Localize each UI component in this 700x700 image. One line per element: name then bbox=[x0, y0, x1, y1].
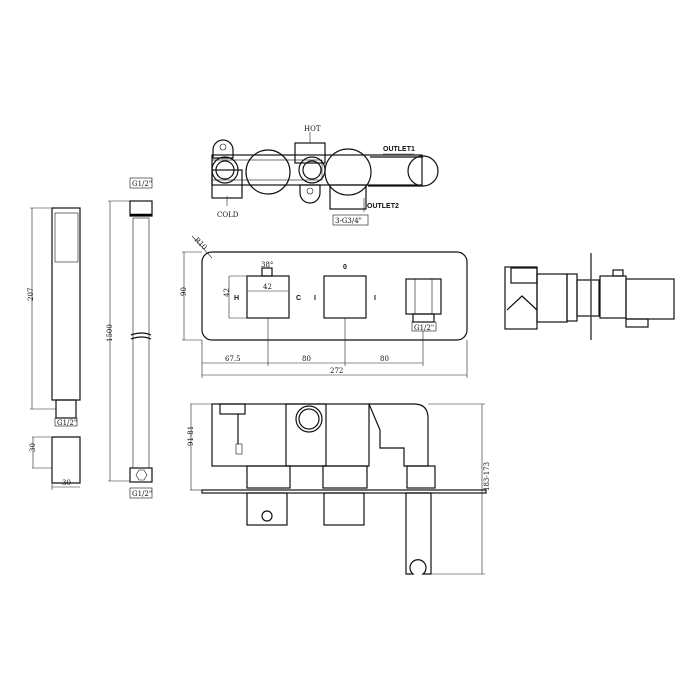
dim-mid: 80 bbox=[302, 355, 311, 363]
handle-width: 42 bbox=[263, 283, 272, 291]
outlet1-label: OUTLET1 bbox=[383, 146, 415, 153]
hose: G1/2" G1/2" 1500 bbox=[106, 177, 153, 499]
dim-total: 272 bbox=[330, 367, 343, 375]
zero-mark: 0 bbox=[343, 264, 347, 271]
depth-dim: 91-81 bbox=[187, 426, 195, 446]
handshower: 207 G1/2" bbox=[27, 207, 81, 427]
holder: 30 30 bbox=[29, 436, 81, 490]
valve-side-view: 91-81 183-173 bbox=[187, 403, 491, 575]
dim-left: 67.5 bbox=[225, 355, 241, 363]
valve-end-view bbox=[504, 253, 675, 340]
thread-top: G1/2" bbox=[132, 180, 152, 188]
total-dim: 183-173 bbox=[483, 462, 491, 491]
dim-right: 80 bbox=[380, 355, 389, 363]
thread-label: G1/2" bbox=[57, 419, 77, 427]
outlet2-label: OUTLET2 bbox=[367, 203, 399, 210]
mark-2: I bbox=[374, 295, 376, 302]
length-dim: 1500 bbox=[106, 324, 114, 342]
holder-width: 30 bbox=[62, 479, 71, 487]
hot-mark: H bbox=[234, 295, 239, 302]
outlet-thread: G1/2" bbox=[414, 324, 434, 332]
mark-1: I bbox=[314, 295, 316, 302]
faceplate-front-view: R10 90 38° 42 42 H C I 0 I G1/2" 67.5 80… bbox=[180, 235, 468, 378]
holder-height: 30 bbox=[29, 443, 37, 452]
valve-top-view: HOT COLD OUTLET1 OUTLET2 3-G3/4" bbox=[211, 125, 439, 226]
thread-label: 3-G3/4" bbox=[335, 217, 362, 225]
hot-label: HOT bbox=[304, 125, 321, 133]
radius-label: R10 bbox=[193, 236, 209, 252]
cold-mark: C bbox=[296, 295, 301, 302]
handle-height: 42 bbox=[223, 288, 231, 297]
handle-angle: 38° bbox=[261, 261, 273, 269]
length-dim: 207 bbox=[27, 288, 35, 301]
cold-label: COLD bbox=[217, 211, 239, 219]
thread-bottom: G1/2" bbox=[132, 490, 152, 498]
height-dim: 90 bbox=[180, 287, 188, 296]
